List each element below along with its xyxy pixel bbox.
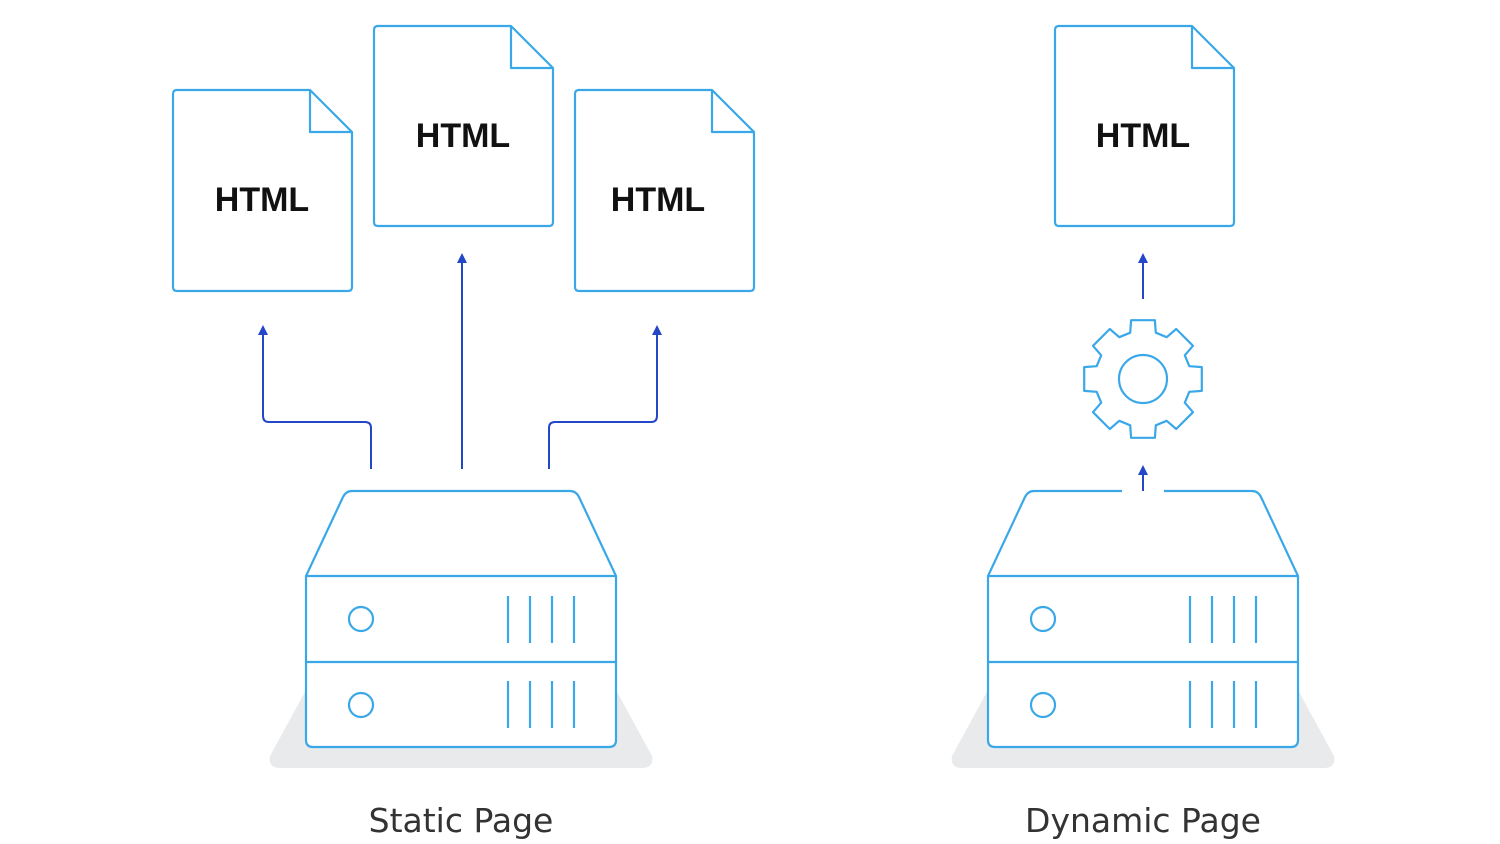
server-vents [1188, 596, 1258, 728]
document-label: HTML [215, 181, 309, 219]
document-label: HTML [1096, 117, 1190, 155]
dynamic-server [951, 489, 1335, 768]
document-fold [1190, 26, 1234, 70]
document-label: HTML [611, 181, 705, 219]
dynamic-document: HTML [1053, 24, 1236, 228]
static-server [269, 489, 653, 768]
document-icon [372, 24, 555, 228]
server-light [1029, 605, 1057, 633]
document-fold [509, 26, 553, 70]
document-icon [573, 88, 756, 293]
arrow-up-icon [258, 325, 372, 469]
server-light [347, 691, 375, 719]
document-fold [710, 90, 754, 134]
static-document-1: HTML [171, 88, 354, 293]
static-document-3: HTML [573, 88, 756, 293]
gear-icon [1083, 319, 1203, 439]
arrow-up-icon [548, 325, 662, 469]
server-light [1029, 691, 1057, 719]
server-light [347, 605, 375, 633]
document-fold [308, 90, 352, 134]
document-icon [1053, 24, 1236, 228]
gear-outline [1083, 319, 1203, 439]
static-page-group: HTML HTML HTML [171, 24, 756, 840]
static-document-2: HTML [372, 24, 555, 228]
server-icon [304, 489, 618, 749]
gear-hub [1117, 353, 1169, 405]
document-icon [171, 88, 354, 293]
static-page-caption: Static Page [369, 801, 554, 840]
server-icon [986, 489, 1300, 749]
dynamic-page-group: HTML [951, 24, 1335, 840]
server-vents [506, 596, 576, 728]
dynamic-page-caption: Dynamic Page [1025, 801, 1261, 840]
document-label: HTML [416, 117, 510, 155]
